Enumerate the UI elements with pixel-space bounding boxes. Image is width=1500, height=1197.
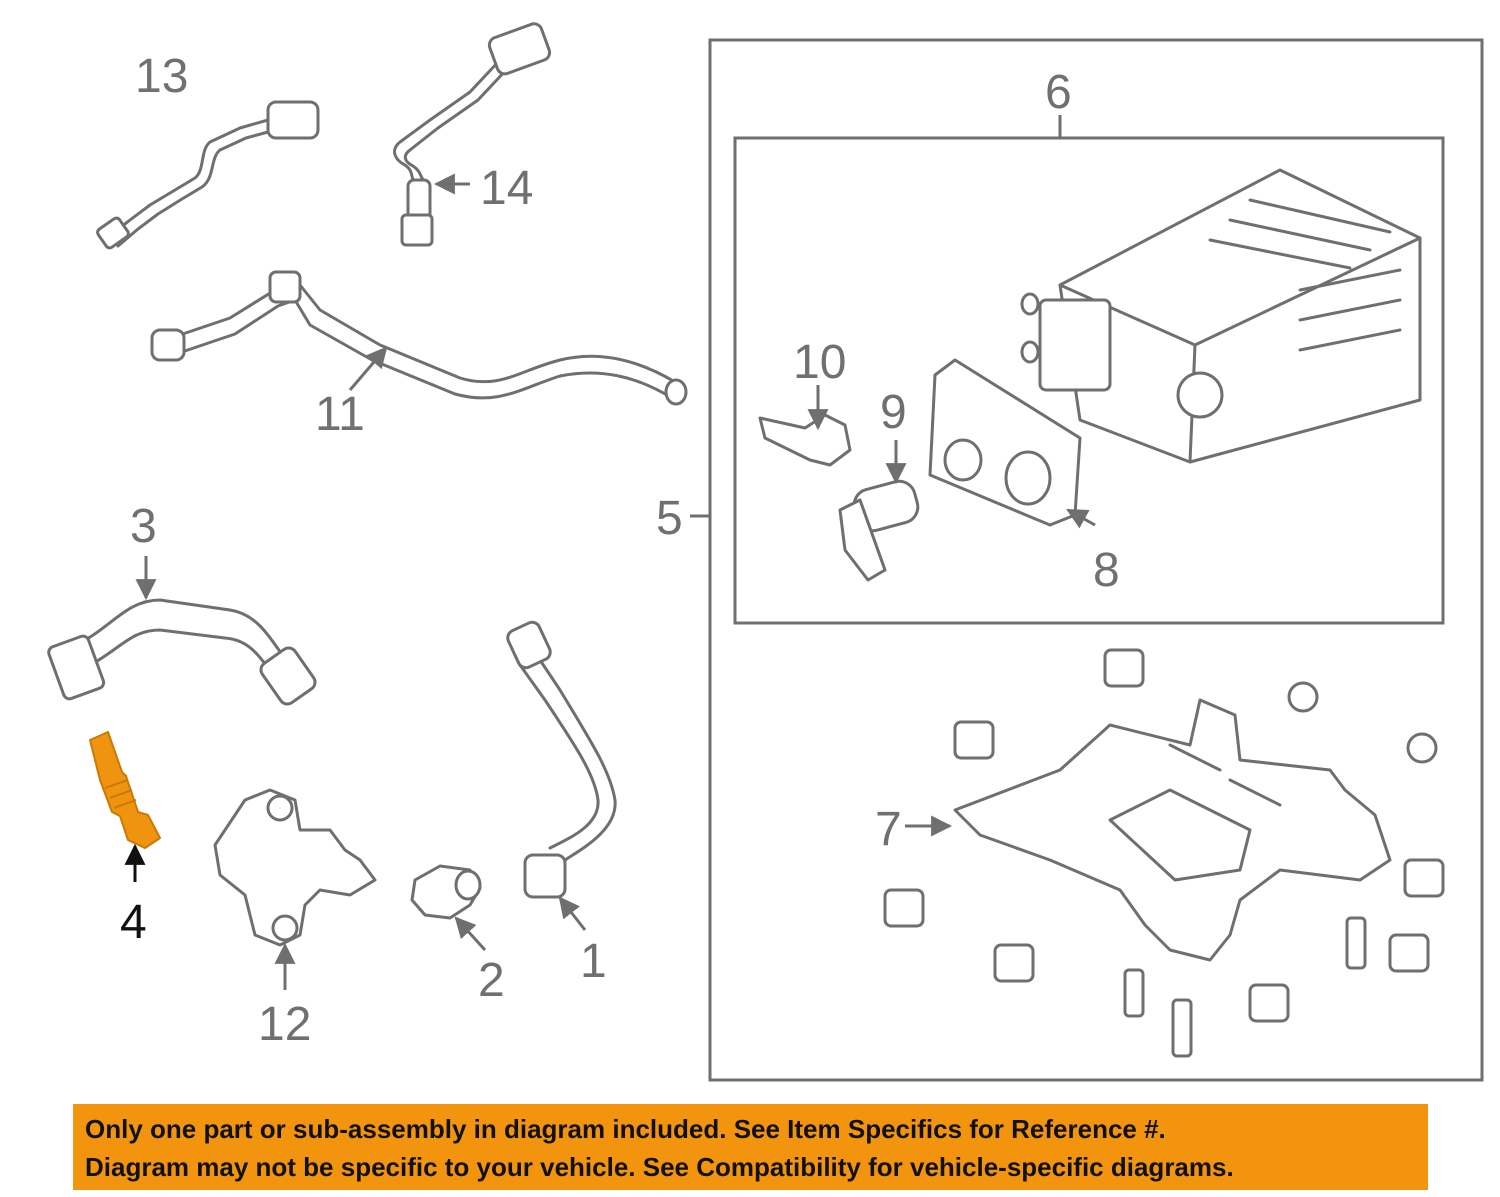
part-3-hose <box>47 556 317 706</box>
part-14-sensor <box>393 22 552 247</box>
part-8-pump-module <box>928 358 1096 529</box>
disclaimer-banner: Only one part or sub-assembly in diagram… <box>73 1104 1428 1190</box>
part-1-hose <box>506 620 617 931</box>
callout-9: 9 <box>880 386 907 439</box>
callout-3: 3 <box>130 500 157 553</box>
part-2-connector <box>410 864 487 952</box>
disclaimer-line-2: Diagram may not be specific to your vehi… <box>85 1152 1234 1182</box>
part-4-highlighted-sensor <box>89 731 161 882</box>
part-12-valve <box>213 788 377 990</box>
part-13-oxygen-sensor <box>96 100 320 250</box>
callout-8: 8 <box>1093 544 1120 597</box>
callout-13: 13 <box>135 50 188 103</box>
callout-7: 7 <box>875 803 902 856</box>
callout-11: 11 <box>315 388 365 441</box>
callout-6: 6 <box>1045 66 1072 119</box>
part-11-hose <box>150 270 688 406</box>
part-6-canister <box>1020 168 1422 464</box>
assembly-frame-6 <box>733 136 1445 625</box>
callout-5: 5 <box>656 492 683 545</box>
part-9-solenoid <box>838 440 920 582</box>
callout-10: 10 <box>793 336 846 389</box>
callout-12: 12 <box>258 998 311 1051</box>
callout-1: 1 <box>580 935 607 988</box>
part-7-bracket <box>905 698 1392 962</box>
bracket-fasteners <box>883 648 1445 1058</box>
callout-4: 4 <box>120 896 147 949</box>
callout-14: 14 <box>480 162 533 215</box>
callout-2: 2 <box>478 954 505 1007</box>
assembly-frame-5 <box>708 38 1484 1082</box>
part-10-fitting <box>758 385 852 467</box>
disclaimer-line-1: Only one part or sub-assembly in diagram… <box>85 1114 1166 1144</box>
